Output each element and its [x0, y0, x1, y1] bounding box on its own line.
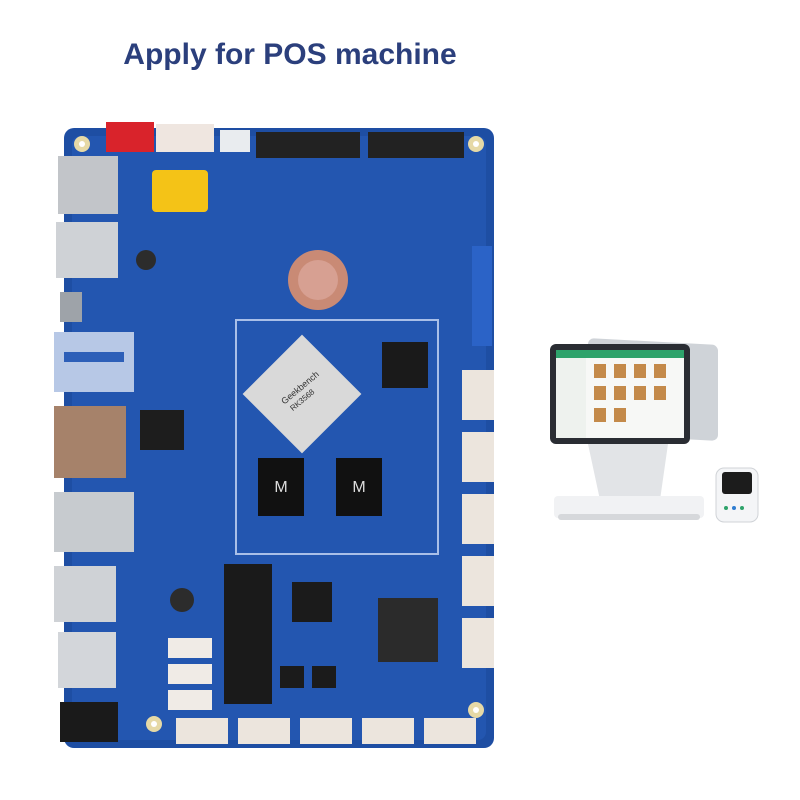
micro-usb-port	[60, 292, 82, 322]
ram-chip-2	[336, 458, 382, 516]
sd-card-slot	[58, 632, 116, 688]
connector-small-top	[220, 130, 250, 152]
ethernet-port-2	[54, 406, 126, 478]
usb-port-2	[54, 492, 134, 552]
bottom-connector-3	[300, 718, 352, 744]
right-connector-5	[462, 618, 494, 668]
screen-header	[556, 350, 684, 358]
wifi-module	[378, 598, 438, 662]
connector-white-top	[156, 124, 214, 152]
mini-pcie-slot	[224, 564, 272, 704]
usb3-tongue	[64, 352, 124, 362]
right-connector-2	[462, 432, 494, 482]
ethernet-port-1	[56, 222, 118, 278]
capacitor-2	[136, 250, 156, 270]
audio-jack	[60, 702, 118, 742]
left-connector-2	[168, 664, 212, 684]
bottom-connector-4	[362, 718, 414, 744]
left-connector-3	[168, 690, 212, 710]
soc-area	[235, 319, 439, 555]
screen-sidebar	[556, 358, 586, 438]
ram-mark-2: M	[352, 479, 365, 496]
blue-header-right	[472, 246, 492, 346]
bottom-connector-1	[176, 718, 228, 744]
left-connector-1	[168, 638, 212, 658]
ram-mark-1: M	[274, 479, 287, 496]
pos-base	[554, 496, 704, 518]
pin-header-top	[256, 132, 360, 158]
scanner-light-1	[724, 506, 728, 510]
pos-base-shadow	[558, 514, 700, 520]
yellow-component	[152, 170, 208, 212]
bottom-connector-5	[424, 718, 476, 744]
bottom-connector-2	[238, 718, 290, 744]
small-chip-2	[312, 666, 336, 688]
ram-chip-1	[258, 458, 304, 516]
dc-jack	[58, 156, 118, 214]
flash-chip	[382, 342, 428, 388]
small-chip-1	[280, 666, 304, 688]
right-connector-4	[462, 556, 494, 606]
controller-chip	[292, 582, 332, 622]
capacitor	[170, 588, 194, 612]
scanner-light-3	[740, 506, 744, 510]
power-connector-red	[106, 122, 154, 152]
motherboard-image: Geekbench RK3568 M M	[54, 122, 494, 748]
page-heading: Apply for POS machine	[123, 38, 457, 71]
lan-transformer	[140, 410, 184, 450]
right-connector-1	[462, 370, 494, 420]
scanner-window	[722, 472, 752, 494]
scanner-light-2	[732, 506, 736, 510]
screen-product-grid	[594, 364, 666, 422]
soc-chip	[242, 334, 362, 454]
pos-stand	[588, 444, 668, 500]
pos-machine-image	[550, 338, 759, 523]
pcb-inner-shade	[72, 136, 486, 740]
hdmi-port	[54, 566, 116, 622]
right-connector-3	[462, 494, 494, 544]
pin-header-top-2	[368, 132, 464, 158]
